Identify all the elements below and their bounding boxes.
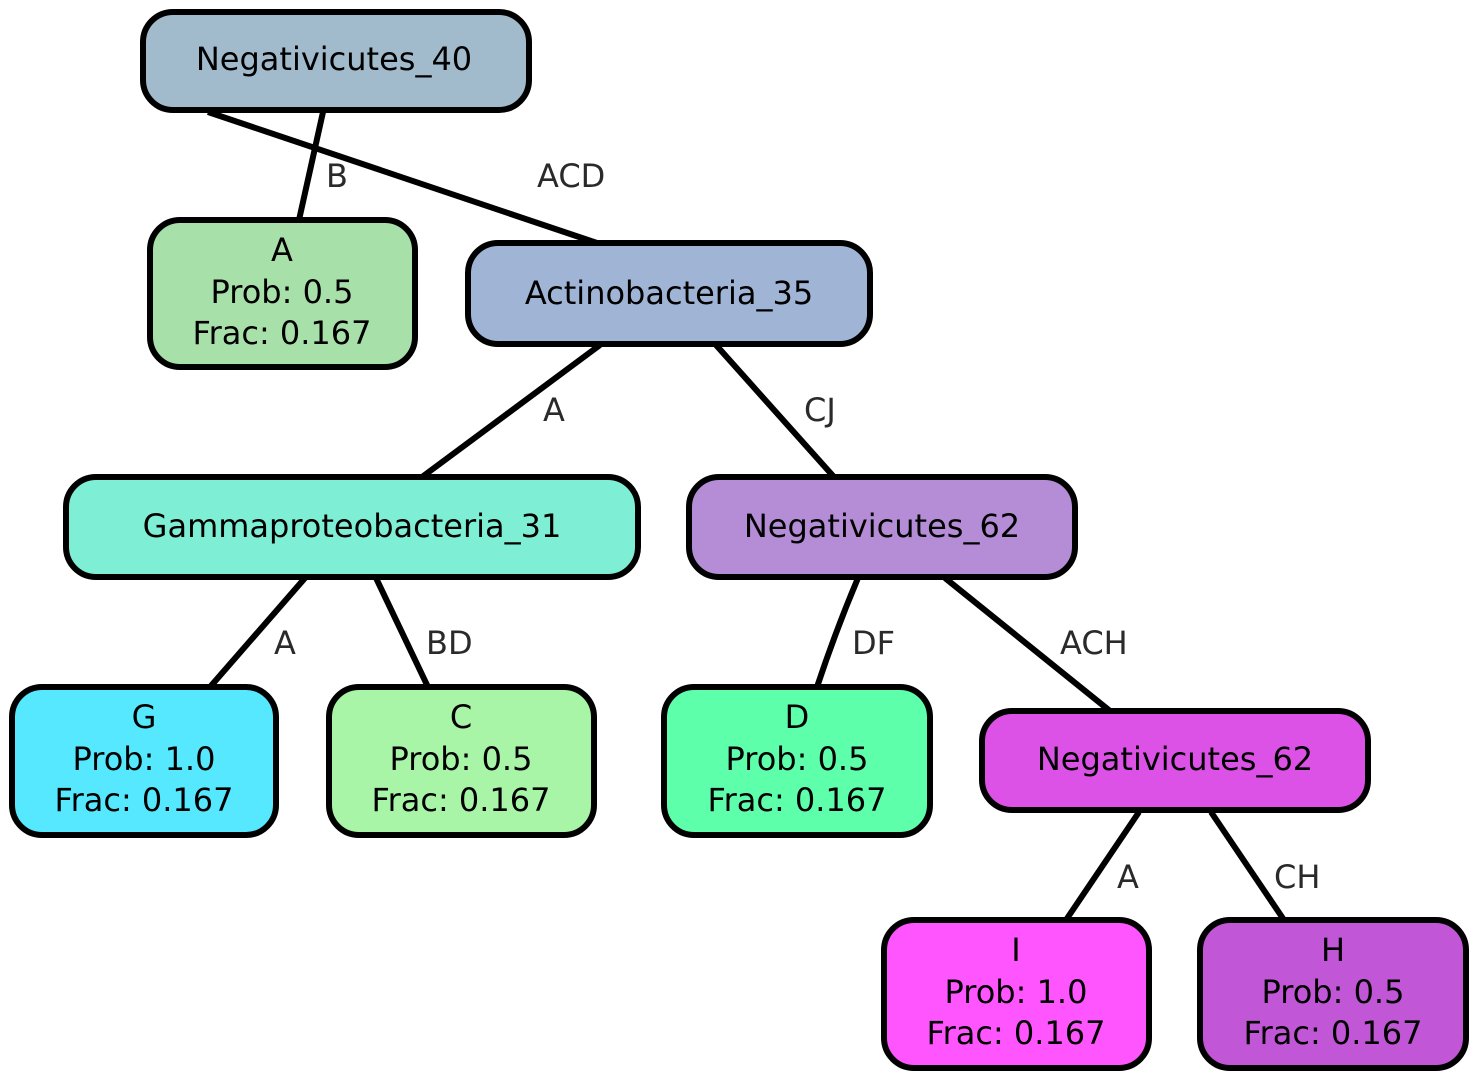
tree-edges — [207, 109, 1287, 922]
node-leaf-d-name: D — [785, 698, 810, 736]
edge-negativicutes62a-leafD — [814, 576, 861, 688]
edge-actinobacteria35-negativicutes62a — [713, 343, 837, 479]
node-leaf-c: C Prob: 0.5 Frac: 0.167 — [326, 684, 597, 838]
node-actinobacteria-35-box — [465, 240, 873, 347]
node-leaf-h: H Prob: 0.5 Frac: 0.167 — [1197, 917, 1469, 1071]
edge-label-e8: ACH — [1060, 624, 1128, 662]
node-leaf-i-frac: Frac: 0.167 — [927, 1014, 1106, 1052]
node-negativicutes-40-box — [140, 9, 532, 113]
node-gammaproteobacteria-31: Gammaproteobacteria_31 — [63, 474, 641, 580]
tree-nodes: Negativicutes_40 A Prob: 0.5 Frac: 0.167… — [9, 9, 1469, 1071]
edge-gammaproteobacteria31-leafC — [373, 576, 431, 689]
node-leaf-d-frac: Frac: 0.167 — [708, 781, 887, 819]
edge-gammaproteobacteria31-leafG — [207, 576, 308, 689]
edge-negativicutes62b-leafH — [1208, 810, 1287, 922]
node-negativicutes-62-lower: Negativicutes_62 — [979, 708, 1371, 813]
node-leaf-a-name: A — [271, 231, 293, 269]
node-negativicutes-62-upper-name: Negativicutes_62 — [744, 507, 1020, 545]
node-leaf-i-name: I — [1011, 931, 1020, 969]
node-leaf-d: D Prob: 0.5 Frac: 0.167 — [661, 684, 933, 838]
edge-negativicutes40-actinobacteria35 — [207, 109, 598, 246]
node-leaf-g: G Prob: 1.0 Frac: 0.167 — [9, 684, 279, 838]
node-actinobacteria-35-name: Actinobacteria_35 — [525, 274, 813, 312]
edge-label-e7: DF — [852, 624, 895, 662]
node-gammaproteobacteria-31-name: Gammaproteobacteria_31 — [143, 507, 562, 545]
node-leaf-g-frac: Frac: 0.167 — [55, 781, 234, 819]
node-leaf-i: I Prob: 1.0 Frac: 0.167 — [881, 917, 1152, 1071]
node-leaf-g-name: G — [132, 698, 157, 736]
edge-label-e10: CH — [1274, 858, 1320, 896]
edge-actinobacteria35-gammaproteobacteria31 — [420, 342, 602, 480]
edge-negativicutes62b-leafI — [1063, 810, 1142, 922]
node-leaf-c-prob: Prob: 0.5 — [390, 740, 533, 778]
edge-label-e6: BD — [426, 624, 473, 662]
node-leaf-a-box — [147, 217, 418, 370]
node-leaf-h-box — [1197, 917, 1469, 1071]
node-leaf-h-name: H — [1321, 931, 1345, 969]
node-leaf-d-box — [661, 684, 933, 838]
node-leaf-g-prob: Prob: 1.0 — [73, 740, 216, 778]
node-negativicutes-62-lower-name: Negativicutes_62 — [1037, 740, 1313, 778]
node-negativicutes-40-name: Negativicutes_40 — [196, 40, 472, 78]
edge-label-e3: A — [543, 391, 565, 429]
node-leaf-a: A Prob: 0.5 Frac: 0.167 — [147, 217, 418, 370]
node-leaf-c-box — [326, 684, 597, 838]
node-leaf-a-prob: Prob: 0.5 — [211, 273, 354, 311]
edge-label-e4: CJ — [804, 391, 836, 429]
edge-label-e1: B — [326, 157, 348, 195]
node-leaf-c-name: C — [450, 698, 472, 736]
edge-label-e9: A — [1117, 858, 1139, 896]
node-negativicutes-62-lower-box — [979, 708, 1371, 813]
edge-negativicutes62a-negativicutes62b — [943, 575, 1112, 714]
edge-negativicutes40-leafA — [296, 111, 326, 221]
node-negativicutes-40: Negativicutes_40 — [140, 9, 532, 113]
node-leaf-i-box — [881, 917, 1152, 1071]
node-leaf-a-frac: Frac: 0.167 — [193, 314, 372, 352]
node-leaf-c-frac: Frac: 0.167 — [372, 781, 551, 819]
node-leaf-g-box — [9, 684, 279, 838]
node-leaf-d-prob: Prob: 0.5 — [726, 740, 869, 778]
edge-labels: B ACD A CJ A BD DF ACH A CH — [274, 157, 1320, 896]
node-leaf-i-prob: Prob: 1.0 — [945, 973, 1088, 1011]
node-negativicutes-62-upper-box — [686, 474, 1078, 580]
edge-label-e5: A — [274, 624, 296, 662]
node-leaf-h-frac: Frac: 0.167 — [1244, 1014, 1423, 1052]
edge-label-e2: ACD — [537, 157, 605, 195]
node-actinobacteria-35: Actinobacteria_35 — [465, 240, 873, 347]
node-leaf-h-prob: Prob: 0.5 — [1262, 973, 1405, 1011]
node-negativicutes-62-upper: Negativicutes_62 — [686, 474, 1078, 580]
node-gammaproteobacteria-31-box — [63, 474, 641, 580]
